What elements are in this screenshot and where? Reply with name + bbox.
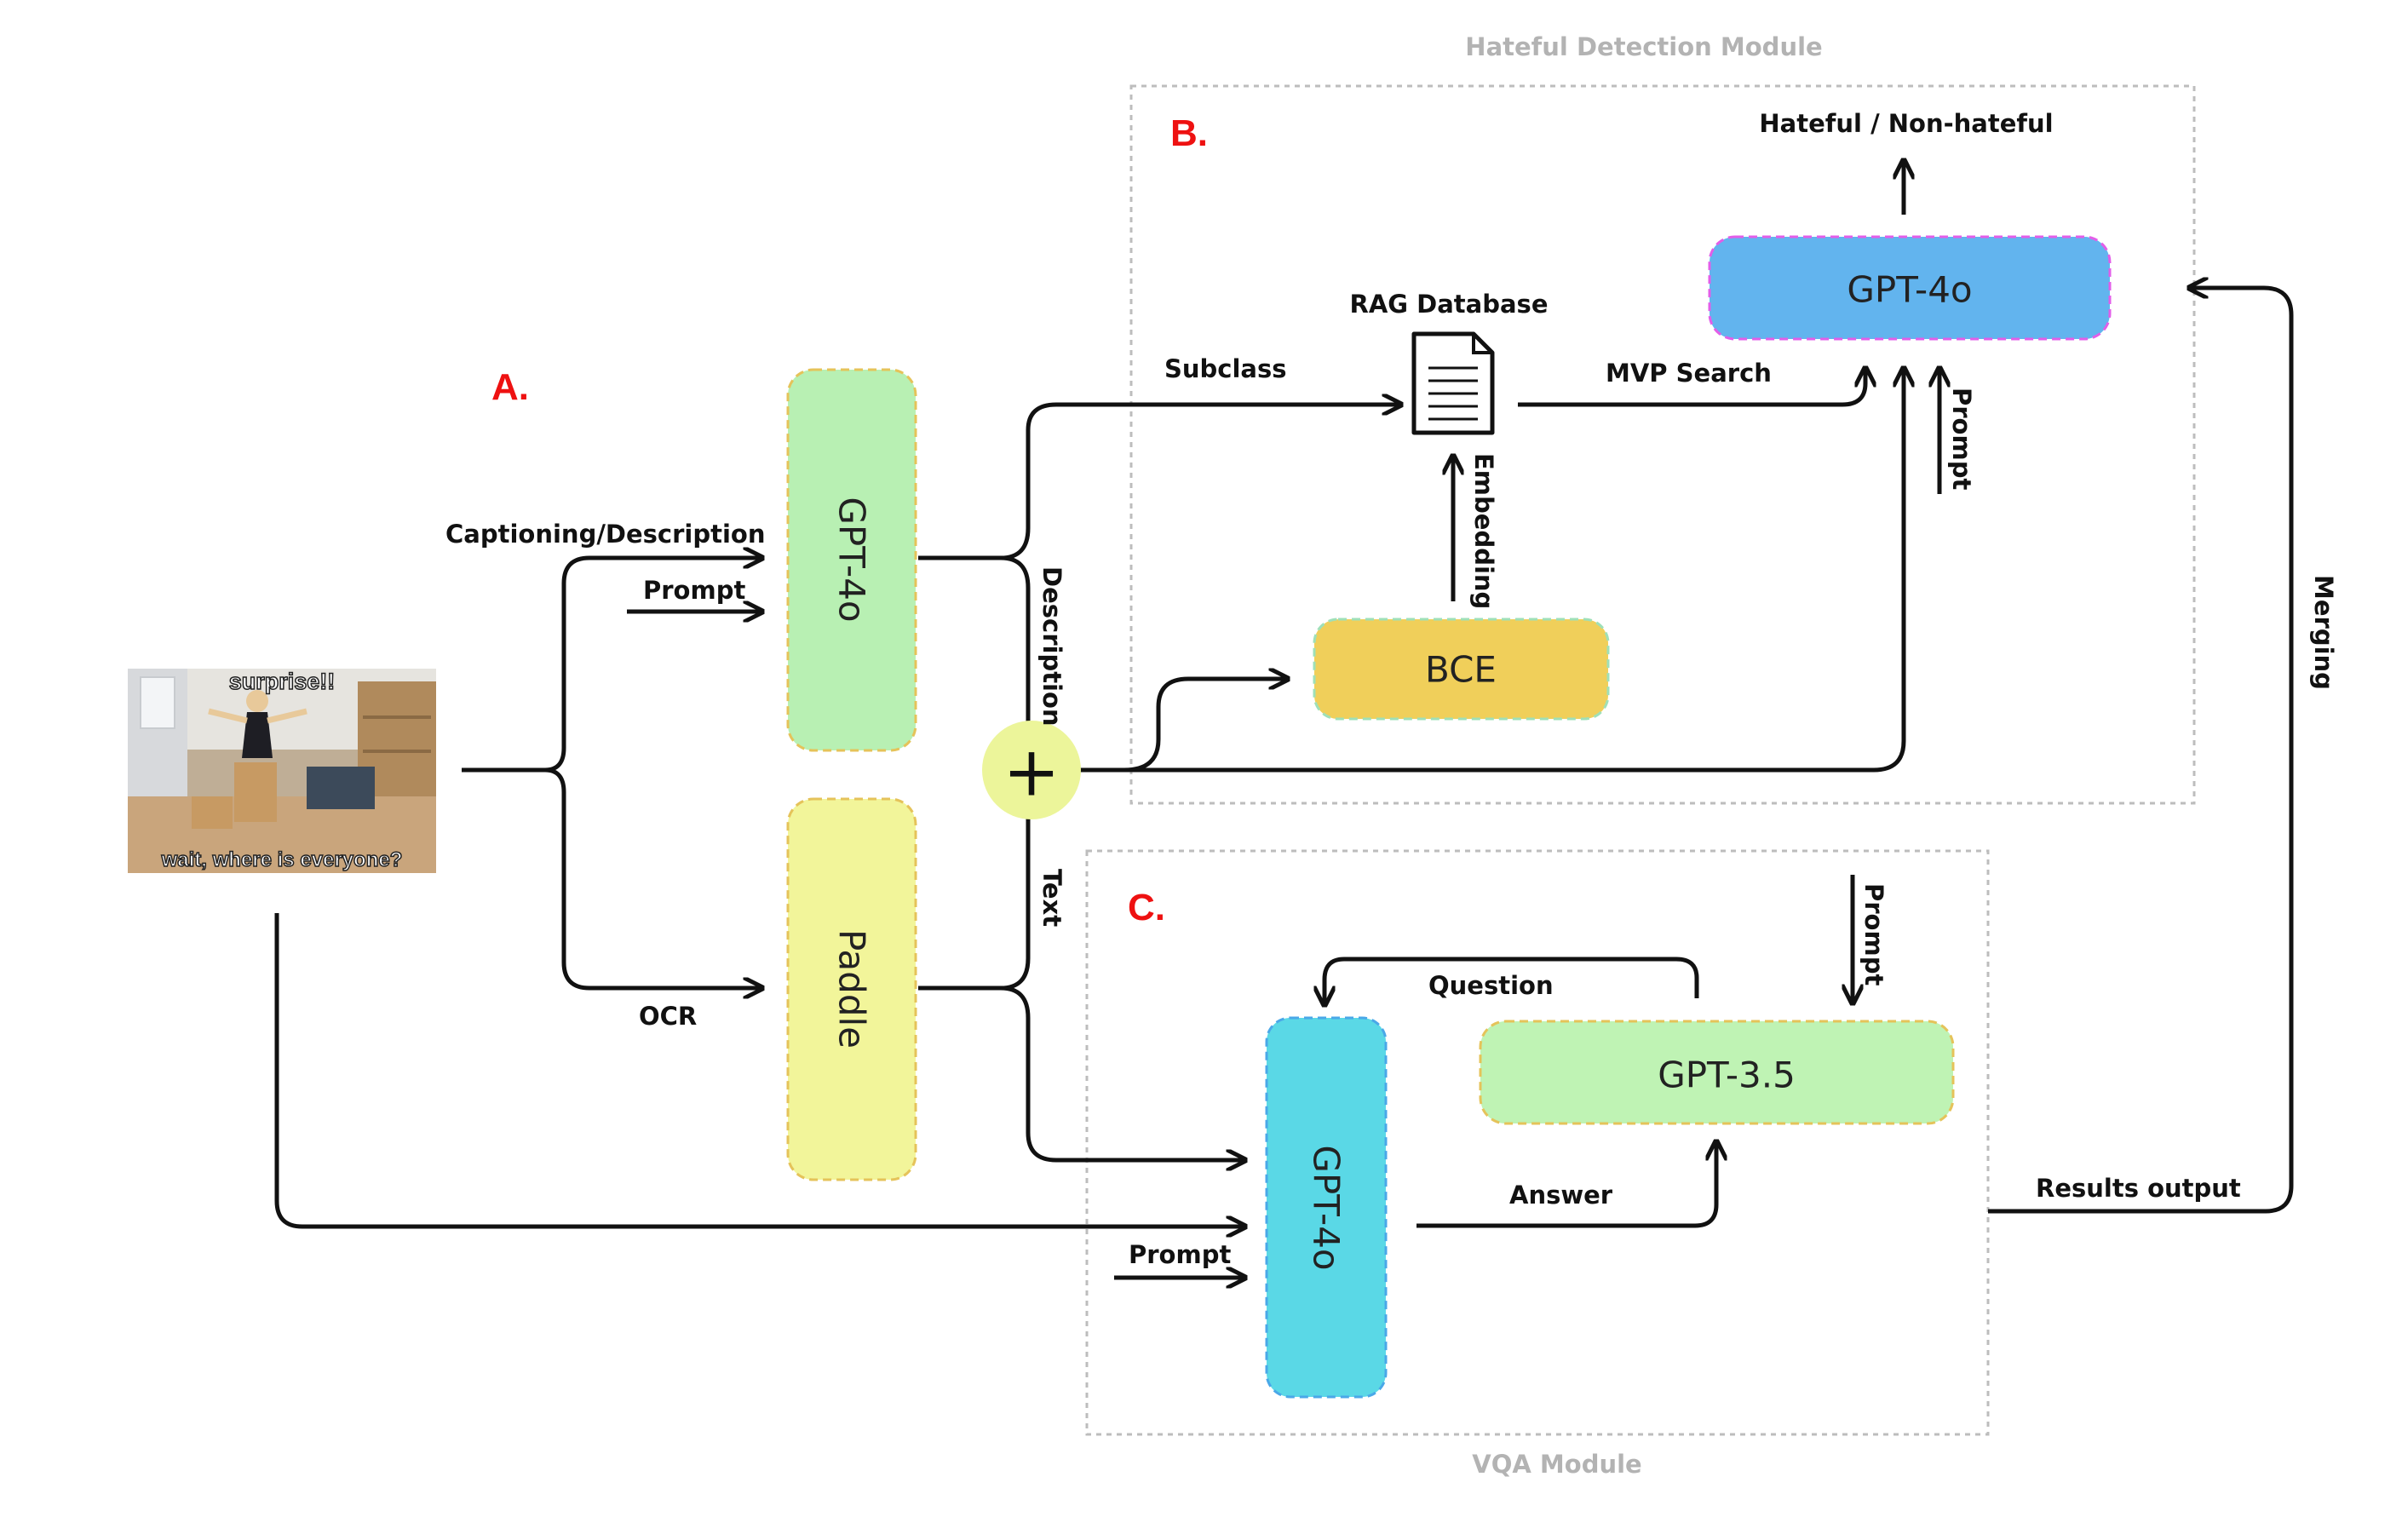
question-arrow: [1325, 957, 1699, 1005]
prompt-c-left-label: Prompt: [1129, 1240, 1231, 1269]
gpt4o-detector-label: GPT-4o: [1847, 269, 1972, 311]
output-label: Hateful / Non-hateful: [1759, 109, 2053, 138]
subclass-arrow: [1000, 405, 1401, 560]
input-meme-image: surprise!! wait, where is everyone?: [128, 668, 436, 873]
gpt4o-describer-node: GPT-4o: [786, 368, 917, 752]
hateful-detection-module-frame: [1129, 84, 2196, 805]
combine-node: +: [982, 721, 1081, 819]
image-to-vqa-arrow: [274, 913, 1245, 1227]
subclass-label: Subclass: [1164, 354, 1287, 383]
rag-database-label: RAG Database: [1349, 290, 1548, 319]
answer-label: Answer: [1509, 1181, 1613, 1210]
description-line: [1000, 555, 1031, 724]
answer-arrow: [1416, 1141, 1716, 1228]
combined-to-bce-arrow: [1123, 679, 1288, 773]
meme-bottom-caption: wait, where is everyone?: [161, 848, 403, 871]
gpt4o-vqa-node: GPT-4o: [1265, 1016, 1388, 1399]
prompt-a-label: Prompt: [643, 576, 745, 605]
meme-top-caption: surprise!!: [229, 669, 336, 694]
question-label: Question: [1428, 971, 1554, 1000]
merging-arrow: [1988, 288, 2294, 1214]
ocr-label: OCR: [639, 1002, 697, 1031]
gpt4o-detector-node: GPT-4o: [1708, 235, 2112, 341]
hateful-detection-module-title: Hateful Detection Module: [1465, 32, 1822, 61]
gpt35-label: GPT-3.5: [1658, 1054, 1796, 1096]
bce-label: BCE: [1425, 649, 1497, 691]
gpt35-node: GPT-3.5: [1479, 1020, 1955, 1125]
prompt-c-top-label: Prompt: [1859, 883, 1888, 985]
embedding-label: Embedding: [1469, 453, 1498, 609]
vqa-module-title: VQA Module: [1472, 1450, 1641, 1479]
captioning-arrow: [544, 558, 762, 773]
text-label: Text: [1037, 869, 1066, 927]
bce-node: BCE: [1313, 618, 1610, 721]
gpt4o-vqa-label: GPT-4o: [1306, 1145, 1348, 1270]
vqa-module-frame: [1085, 849, 1990, 1436]
gpt4o-describer-label: GPT-4o: [831, 497, 873, 622]
merging-label: Merging: [2309, 575, 2338, 690]
combined-to-gpt4o-arrow: [1075, 368, 1904, 773]
section-label-c: C.: [1128, 887, 1165, 928]
ocr-arrow: [544, 767, 762, 988]
mvp-search-arrow: [1518, 368, 1865, 407]
prompt-b-label: Prompt: [1947, 388, 1976, 490]
text-line: [1000, 818, 1031, 991]
combine-symbol: +: [1003, 733, 1060, 812]
paddle-label: Paddle: [831, 929, 873, 1049]
paddle-to-vqa-arrow: [1000, 985, 1245, 1160]
mvp-search-label: MVP Search: [1606, 359, 1772, 388]
captioning-label: Captioning/Description: [445, 520, 766, 549]
results-output-label: Results output: [2036, 1174, 2241, 1203]
description-label: Description: [1037, 566, 1066, 727]
paddle-node: Paddle: [786, 797, 917, 1181]
section-label-a: A.: [491, 366, 529, 408]
section-label-b: B.: [1170, 112, 1208, 154]
rag-database-node: [1411, 331, 1495, 435]
